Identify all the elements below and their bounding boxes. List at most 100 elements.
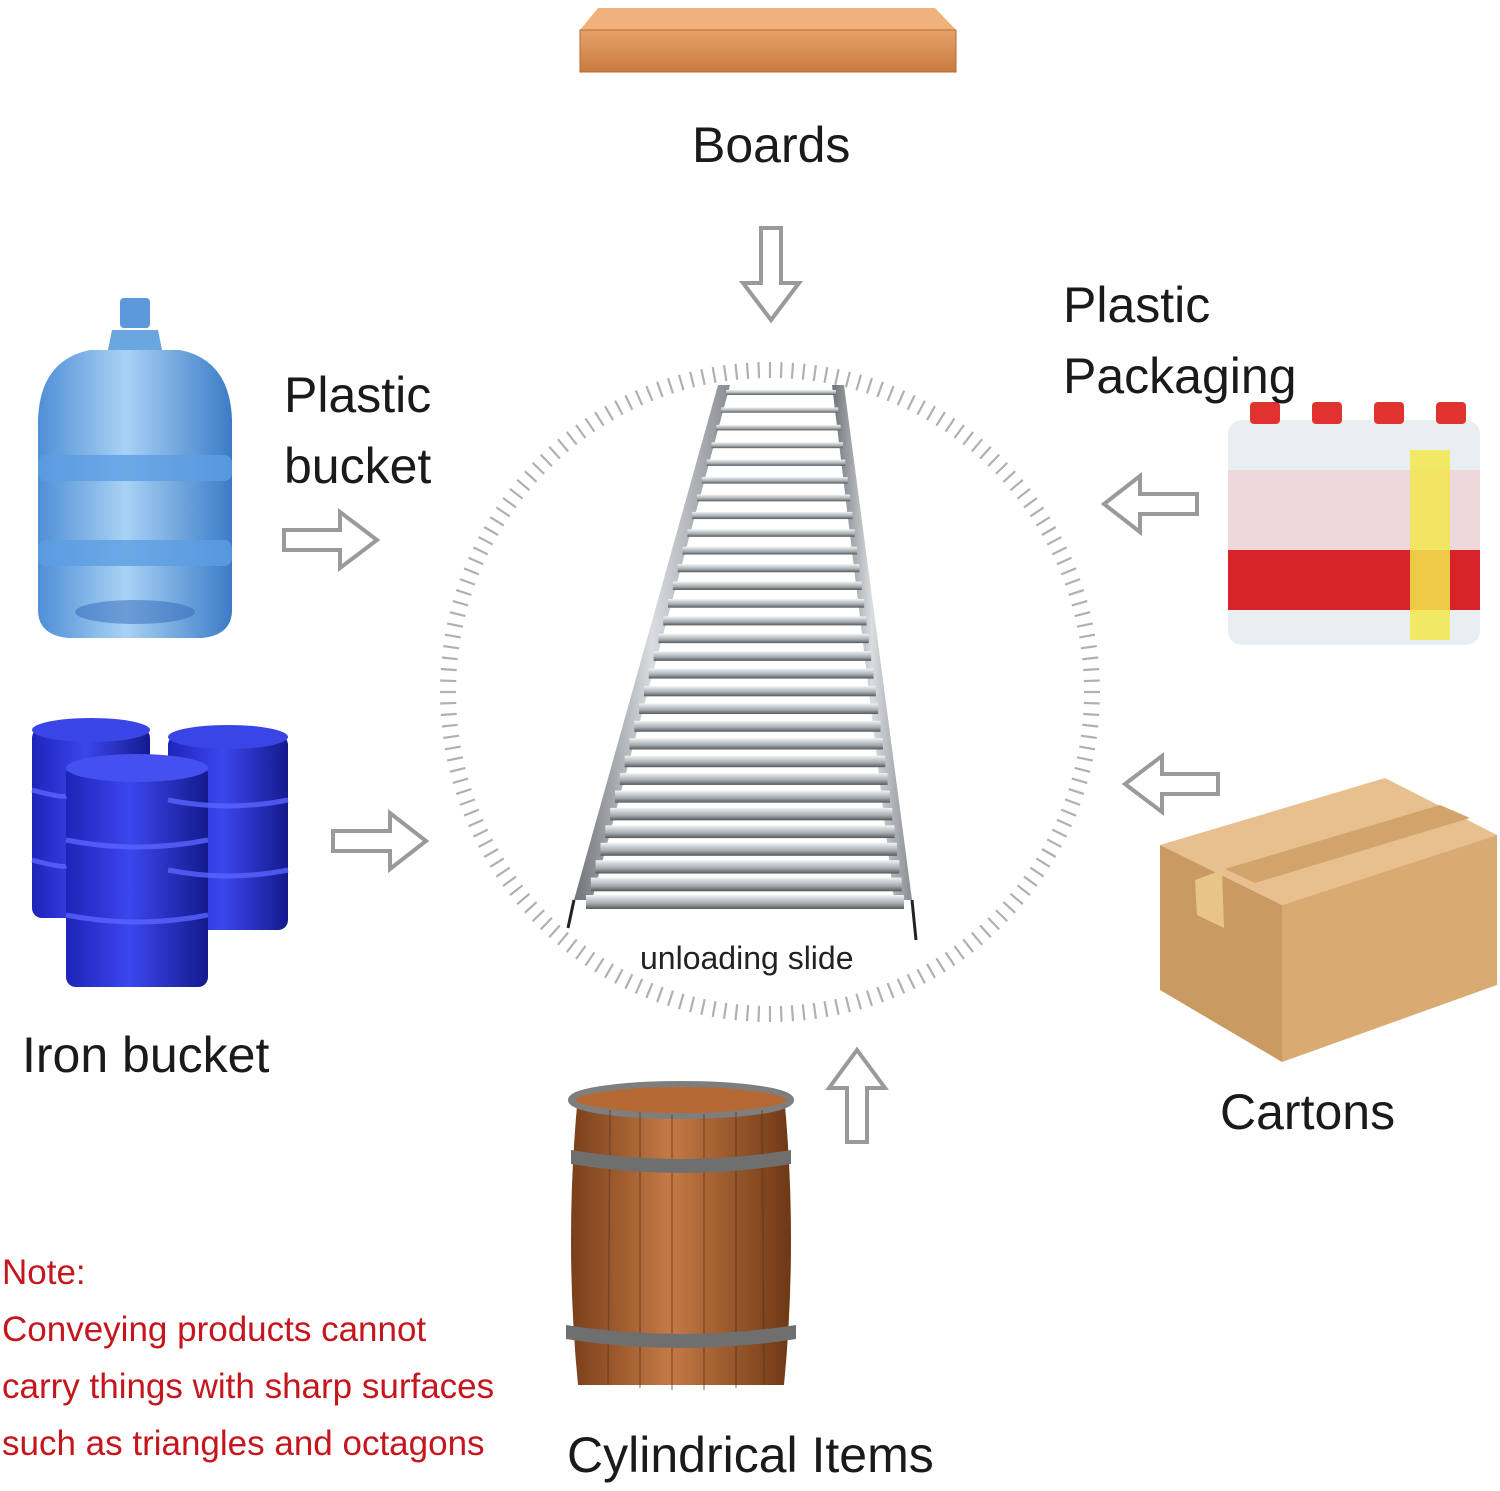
ring-tick [478,838,494,848]
ring-tick [823,1001,829,1018]
slide-roller [643,686,876,697]
label-plastic-bucket-line-1: Plastic [284,367,432,423]
ring-tick [995,461,1009,475]
ring-tick [1035,516,1051,527]
ring-tick [779,1005,783,1022]
ring-tick [906,973,916,990]
ring-tick [1083,679,1100,683]
ring-tick [1023,497,1038,509]
ring-tick [855,993,863,1010]
ring-tick [1023,875,1038,887]
ring-tick [452,599,469,607]
label-plastic-packaging: Plastic Packaging [1063,270,1297,412]
ring-tick [757,1005,761,1022]
ring-tick [1079,745,1096,751]
tick-ring [440,362,1100,1022]
slide-roller [672,581,862,590]
ring-tick [1068,787,1085,796]
ring-tick [935,957,946,973]
ring-tick [452,777,469,785]
ring-tick [801,363,806,380]
slide-roller [658,633,869,644]
ring-tick [1002,901,1016,914]
ring-tick [1080,734,1097,740]
ring-tick [472,828,489,838]
iron-drums-image [31,718,289,987]
ring-tick [441,656,458,661]
ring-tick [689,996,696,1013]
ring-tick [677,374,685,391]
label-boards: Boards [692,117,851,173]
ring-tick [1083,712,1100,717]
label-unloading-slide: unloading slide [640,940,854,976]
ring-tick [1071,777,1088,785]
ring-tick [844,996,851,1013]
ring-tick [575,945,587,960]
ring-tick [962,431,975,446]
ring-tick [865,377,874,394]
ring-tick [531,909,545,923]
arrow-right-icon [282,507,381,573]
ring-tick [926,405,936,421]
ring-tick [1060,808,1077,817]
slide-roller [614,790,890,803]
ring-tick [970,438,983,453]
ring-tick [459,578,476,586]
ring-tick [463,808,480,817]
ring-tick [1064,798,1081,806]
slide-roller [687,529,855,537]
ring-tick [656,381,664,398]
ring-tick [478,536,494,546]
arrow-down-icon [738,226,804,324]
ring-tick [524,470,538,483]
ring-tick [876,986,884,1003]
ring-tick [944,417,956,433]
ring-tick [926,963,936,979]
ring-tick [624,973,634,990]
ring-tick [548,924,561,938]
ring-tick [734,363,739,380]
ring-tick [489,857,505,868]
ring-tick [987,453,1001,467]
ring-tick [440,667,457,672]
ring-tick [565,431,578,446]
ring-tick [524,901,538,914]
arrow-left-icon [1121,751,1220,817]
slide-roller [610,807,893,821]
carton-image [1160,778,1497,1062]
note-line-2: carry things with sharp surfaces [2,1367,495,1406]
ring-tick [855,374,863,391]
ring-tick [944,951,956,967]
ring-tick [604,405,614,421]
ring-tick [468,818,484,828]
water-jug-image [38,298,232,638]
ring-tick [483,848,499,858]
ring-tick [1016,487,1031,500]
ring-tick [1074,611,1091,618]
ring-tick [531,461,545,475]
ring-tick [1060,567,1077,576]
ring-tick [1029,866,1045,878]
ring-tick [455,787,472,796]
ring-tick [734,1004,739,1021]
label-plastic-bucket: Plastic bucket [284,360,431,502]
ring-tick [440,679,457,683]
slide-roller [595,860,900,874]
ring-tick [722,365,728,382]
slide-roller [692,511,853,520]
ring-tick [916,968,926,984]
bottle-pack-image [1228,402,1480,645]
ring-tick [604,963,614,979]
label-cartons: Cartons [1220,1084,1396,1140]
ring-tick [896,390,906,406]
ring-tick [812,365,818,382]
label-plastic-bucket-line-2: bucket [284,438,432,494]
ring-tick [1016,884,1031,897]
ring-tick [1068,588,1085,597]
ring-tick [459,798,476,806]
ring-tick [935,411,946,427]
ring-tick [1046,838,1062,848]
slide-roller [648,668,874,679]
ring-tick [634,978,644,994]
